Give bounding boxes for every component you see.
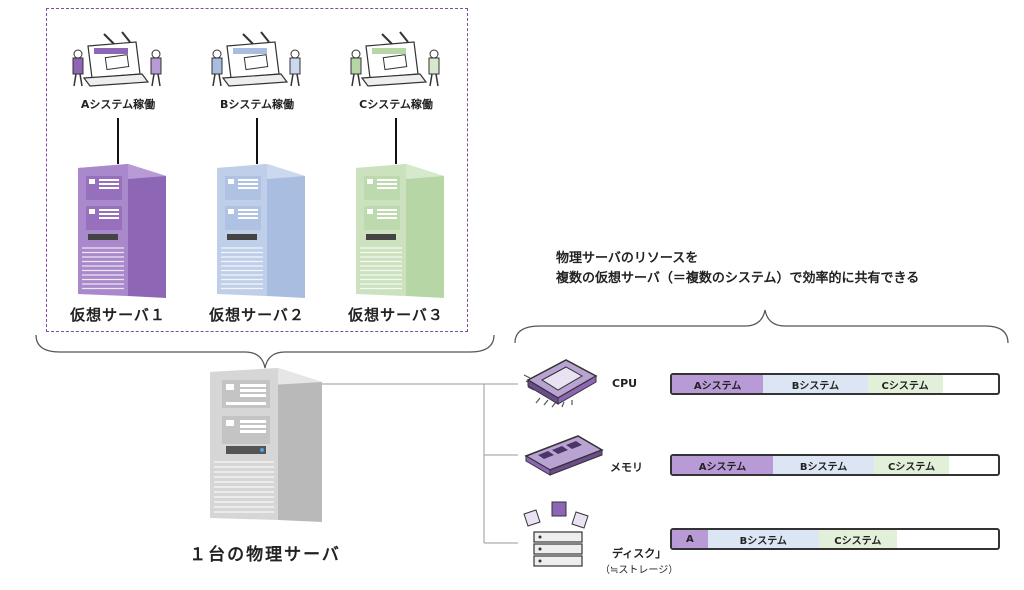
- virtual-server-name-2: 仮想サーバ２: [209, 306, 305, 324]
- system-label-a: Aシステム稼働: [80, 98, 156, 111]
- allocation-segment: A: [672, 530, 708, 548]
- resource-label-disk: ディスク」: [612, 547, 667, 560]
- virtual-server-3: [350, 31, 444, 298]
- allocation-segment: Cシステム: [867, 375, 943, 393]
- server-tower-icon: [217, 164, 305, 298]
- note-line-2: 複数の仮想サーバ（＝複数のシステム）で効率的に共有できる: [556, 271, 920, 286]
- allocation-segment: Bシステム: [773, 456, 875, 474]
- allocation-segment: Bシステム: [763, 375, 868, 393]
- note-line-1: 物理サーバのリソースを: [556, 251, 699, 266]
- team-working-icon: [211, 31, 301, 87]
- virtual-server-group: [46, 8, 468, 332]
- virtual-server-1: [72, 31, 166, 298]
- system-label-c: Cシステム稼働: [359, 98, 433, 111]
- allocation-segment: Aシステム: [672, 456, 774, 474]
- resource-connectors: [322, 383, 518, 544]
- allocation-segment: Cシステム: [874, 456, 950, 474]
- team-working-icon: [72, 31, 162, 87]
- memory-icon: [524, 435, 604, 476]
- virtual-server-name-1: 仮想サーバ１: [70, 306, 166, 324]
- server-tower-icon: [78, 164, 166, 298]
- virtual-server-2: [211, 31, 305, 298]
- cpu-icon: [523, 359, 598, 408]
- physical-server-name: １台の物理サーバ: [189, 545, 341, 565]
- virtual-group-brace: [35, 334, 495, 369]
- disk-icon: [523, 501, 589, 567]
- team-working-icon: [350, 31, 440, 87]
- allocation-segment: Cシステム: [818, 530, 897, 548]
- virtual-server-name-3: 仮想サーバ３: [348, 306, 444, 324]
- resource-label-memory: メモリ: [610, 461, 643, 474]
- resource-brace: [514, 309, 1009, 344]
- physical-server-tower: [210, 368, 322, 522]
- resource-label-cpu: CPU: [612, 377, 638, 390]
- system-label-b: Bシステム稼働: [219, 98, 295, 111]
- allocation-segment: Bシステム: [707, 530, 819, 548]
- allocation-segment: Aシステム: [672, 375, 764, 393]
- resource-sublabel-disk: （≒ストレージ）: [600, 565, 679, 576]
- server-tower-icon: [356, 164, 444, 298]
